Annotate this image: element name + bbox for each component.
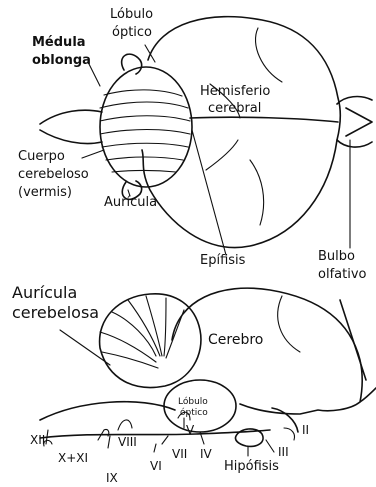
auricle-top <box>122 54 142 74</box>
cerebellar-vermis <box>100 67 192 187</box>
label-nerve-V: V <box>186 423 195 437</box>
cerebellum-fold-5 <box>166 310 184 358</box>
label-lobulo-optico-side-2: óptico <box>180 407 208 418</box>
label-nerve-XII: XII <box>30 433 45 447</box>
label-medula-2: oblonga <box>32 53 91 68</box>
hemisphere-midline <box>190 117 338 122</box>
label-nerve-VI: VI <box>150 459 162 473</box>
nerve-III-stub <box>266 440 274 452</box>
label-auricula: Aurícula <box>104 195 157 210</box>
hemisphere-sulcus-lower <box>250 160 264 225</box>
cerebellum-fold-4 <box>164 298 166 356</box>
labels: Lóbulo óptico Médula oblonga Hemisferio … <box>12 7 367 485</box>
vermis-stripe-2 <box>100 102 188 108</box>
cerebellum-fold-6 <box>100 332 156 362</box>
label-nerve-X-XI: X+XI <box>58 451 88 465</box>
label-cuerpo-1: Cuerpo <box>18 149 65 164</box>
nerve-IX-stub <box>108 436 110 448</box>
vermis-stripe-3 <box>100 116 190 121</box>
hemisphere-sulcus-upper <box>255 28 282 82</box>
vermis-stripe-5 <box>102 143 188 147</box>
label-auricula-cerebelosa-2: cerebelosa <box>12 303 99 322</box>
leader-auricula-cerebelosa <box>60 330 110 365</box>
label-hemisferio-1: Hemisferio <box>200 84 270 99</box>
label-epifisis: Epífisis <box>200 253 246 268</box>
nerve-VIII-stub <box>118 420 132 430</box>
label-auricula-cerebelosa-1: Aurícula <box>12 283 77 302</box>
label-nerve-IV: IV <box>200 447 213 461</box>
label-lobulo-optico-top-1: Lóbulo <box>110 7 153 22</box>
cerebrum-sulcus <box>278 296 300 352</box>
label-cuerpo-2: cerebeloso <box>18 167 89 182</box>
vermis-stripe-1 <box>104 90 182 96</box>
label-medula-1: Médula <box>32 35 86 50</box>
label-hemisferio-2: cerebral <box>208 101 261 116</box>
label-cerebro: Cerebro <box>208 332 263 348</box>
label-bulbo-2: olfativo <box>318 267 367 282</box>
vermis-stripe-4 <box>100 130 190 135</box>
hemisphere-fold <box>206 140 238 170</box>
label-nerve-VII: VII <box>172 447 187 461</box>
leader-cuerpo <box>82 150 104 158</box>
label-nerve-II: II <box>302 423 309 437</box>
label-cuerpo-3: (vermis) <box>18 185 72 200</box>
nerve-VI-stub <box>154 444 156 452</box>
leader-epifisis <box>192 130 226 255</box>
vermis-stripe-6 <box>106 157 183 160</box>
medulla-top <box>40 110 102 143</box>
label-nerve-IX: IX <box>106 471 118 485</box>
cerebellum-side <box>100 294 201 388</box>
cerebellum-fold-3 <box>146 296 162 356</box>
label-lobulo-optico-top-2: óptico <box>112 25 152 40</box>
cerebellum-fold-7 <box>102 352 158 368</box>
label-bulbo-1: Bulbo <box>318 249 355 264</box>
label-nerve-III: III <box>278 445 289 459</box>
nerve-VII-stub <box>162 436 168 444</box>
label-nerve-VIII: VIII <box>118 435 137 449</box>
nerve-II-stub <box>284 428 295 440</box>
label-lobulo-optico-side-1: Lóbulo <box>178 396 208 407</box>
olfactory-bulb-top <box>337 97 372 148</box>
cerebral-hemisphere-outline <box>142 17 340 248</box>
label-hipofisis: Hipófisis <box>224 459 279 474</box>
